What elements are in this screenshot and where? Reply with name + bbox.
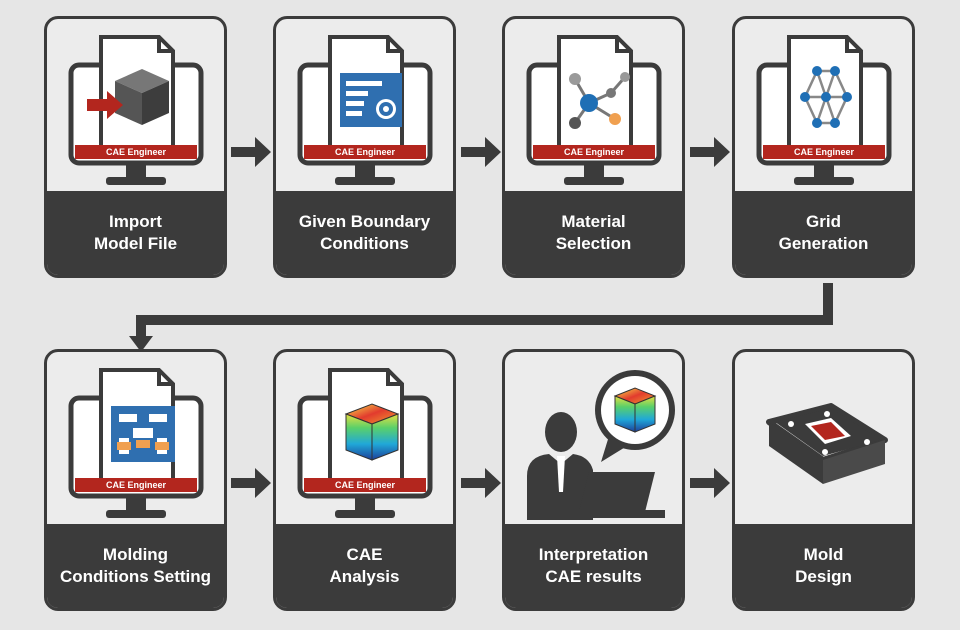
arrow-3-4 [690,137,730,167]
step-label-line2: Conditions [320,234,409,253]
monitor-illustration: CAE Engineer [735,19,912,197]
molecule-icon [569,72,630,129]
step-card-molding-conditions[interactable]: CAE Engineer Molding Conditions Setting [44,349,227,611]
mesh-grid-icon [800,66,852,128]
mold-block-icon [766,403,888,484]
cae-engineer-badge [304,145,426,159]
arrow-7-8 [690,468,730,498]
cae-engineer-badge-text: CAE Engineer [794,147,855,157]
arrow-1-2 [231,137,271,167]
cae-engineer-badge [763,145,885,159]
step-label-line2: Conditions Setting [59,567,212,586]
cae-engineer-badge-text: CAE Engineer [335,147,396,157]
step-label-line1: CAE [346,545,383,564]
engineer-person-icon [527,412,593,520]
arrow-5-6 [231,468,271,498]
import-arrow-icon [87,91,123,119]
step-label: Material Selection [505,191,682,275]
cube-icon [115,69,169,125]
step-label-line2: Generation [778,234,869,253]
monitor-illustration: CAE Engineer [276,19,453,197]
step-card-grid-generation[interactable]: CAE Engineer Grid Generation [732,16,915,278]
monitor-illustration: CAE Engineer [505,19,682,197]
engineer-illustration [505,352,682,530]
step-card-import-model[interactable]: CAE Engineer Import Model File [44,16,227,278]
laptop-icon [565,472,665,518]
step-label: CAE Analysis [276,524,453,608]
step-label-line1: Given Boundary [298,212,431,231]
step-label: Interpretation CAE results [505,524,682,608]
monitor-illustration: CAE Engineer [276,352,453,530]
step-label: Given Boundary Conditions [276,191,453,275]
cae-engineer-badge [75,478,197,492]
arrow-6-7 [461,468,501,498]
step-label: Grid Generation [735,191,912,275]
settings-form-icon [340,73,402,127]
step-label-line2: Analysis [329,567,400,586]
step-label-line2: Selection [555,234,632,253]
document-icon [557,35,633,151]
mold-layout-icon [111,406,175,462]
step-label-line1: Mold [803,545,844,564]
cae-engineer-badge-text: CAE Engineer [564,147,625,157]
arrow-4-5 [136,283,833,343]
step-label-line1: Material [561,212,626,231]
cae-engineer-badge [304,478,426,492]
step-label-line2: Design [795,567,852,586]
mold-illustration [735,352,912,530]
step-label: Molding Conditions Setting [47,524,224,608]
step-card-mold-design[interactable]: Mold Design [732,349,915,611]
step-label-line1: Import [109,212,162,231]
cae-engineer-badge-text: CAE Engineer [106,480,167,490]
row2-arrows [231,468,730,498]
step-card-cae-analysis[interactable]: CAE Engineer CAE Analysis [273,349,456,611]
step-label: Import Model File [47,191,224,275]
step-label-line1: Grid [806,212,841,231]
heatmap-cube-icon [344,403,400,461]
step-label: Mold Design [735,524,912,608]
step-label-line1: Molding [102,545,169,564]
arrow-4-5-head [129,336,153,352]
step-card-boundary-conditions[interactable]: CAE Engineer Given Boundary Conditions [273,16,456,278]
step-card-material-selection[interactable]: CAE Engineer Material Selection [502,16,685,278]
cae-engineer-badge [75,145,197,159]
monitor-illustration: CAE Engineer [47,19,224,197]
step-label-line2: CAE results [545,567,642,586]
cae-engineer-badge-text: CAE Engineer [335,480,396,490]
step-label-line1: Interpretation [538,545,649,564]
row1-arrows [231,137,730,167]
monitor-illustration: CAE Engineer [47,352,224,530]
speech-bubble-icon [595,370,675,462]
arrow-2-3 [461,137,501,167]
cae-engineer-badge [533,145,655,159]
step-card-interpretation[interactable]: Interpretation CAE results [502,349,685,611]
step-label-line2: Model File [93,234,178,253]
cae-engineer-badge-text: CAE Engineer [106,147,167,157]
